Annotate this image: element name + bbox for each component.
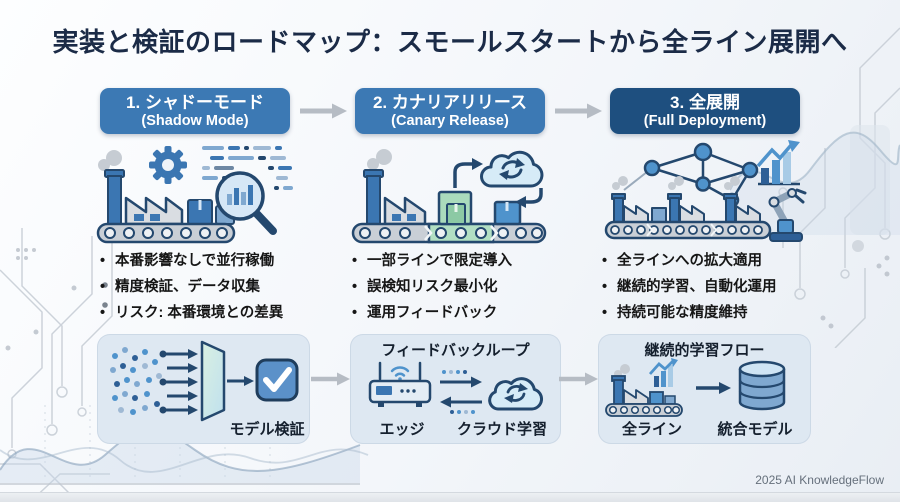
stage-label-ja: 3. 全展開 <box>670 92 740 112</box>
flow-arrow-icon <box>453 158 543 208</box>
box-icon <box>493 200 522 226</box>
stage-label-en: (Shadow Mode) <box>141 112 249 129</box>
magnifier-icon <box>215 171 277 235</box>
feedback-loop-illustration <box>368 361 544 414</box>
gear-icon <box>149 146 187 184</box>
edge-label: エッジ <box>379 421 425 438</box>
model-validation-illustration <box>110 340 299 422</box>
stage-label-ja: 2. カナリアリリース <box>372 92 528 112</box>
data-points-icon <box>110 347 162 415</box>
continuous-learning-illustration <box>605 358 786 417</box>
stage-header-full-deployment: 3. 全展開 (Full Deployment) <box>610 88 800 134</box>
stage-label-ja: 1. シャドーモード <box>126 92 264 112</box>
bullet-item: リスク: 本番環境との差異 <box>100 304 345 323</box>
cloud-learning-icon <box>488 377 544 411</box>
bottom-strip <box>0 492 900 502</box>
shadow-mode-illustration <box>96 146 293 244</box>
bullet-item: 持続可能な精度維持 <box>602 304 847 323</box>
bar-chart-icon <box>227 185 253 205</box>
page-title: 実装と検証のロードマップ：スモールスタートから全ライン展開へ <box>52 27 848 57</box>
bullet-item: 全ラインへの拡大適用 <box>602 252 847 271</box>
footer-credit: 2025 AI KnowledgeFlow <box>755 473 884 487</box>
panel-arrow-icon <box>559 372 598 386</box>
bullet-list-shadow-mode: 本番影響なしで並行稼働 精度検証、データ収集 リスク: 本番環境との差異 <box>100 252 345 330</box>
network-icon <box>623 142 759 208</box>
full-deployment-illustration <box>604 140 807 242</box>
continuous-learning-title: 継続的学習フロー <box>644 342 765 359</box>
factory-icon <box>363 169 427 226</box>
stage-arrow-icon <box>300 103 347 119</box>
smoke-icon <box>612 176 740 190</box>
mini-growth-chart-icon <box>648 358 678 387</box>
checkbox-icon <box>255 358 299 402</box>
stage-label-en: (Full Deployment) <box>643 112 767 129</box>
continuous-learning-panel: 継続的学習フロー <box>598 334 811 444</box>
bullet-list-canary-release: 一部ラインで限定導入 誤検知リスク最小化 運用フィードバック <box>352 252 597 330</box>
bullet-item: 精度検証、データ収集 <box>100 278 345 297</box>
bullet-item: 一部ラインで限定導入 <box>352 252 597 271</box>
all-lines-label: 全ライン <box>621 421 682 438</box>
model-validation-panel: モデル検証 <box>97 334 310 444</box>
smoke-icon <box>367 149 392 170</box>
bullet-item: 本番影響なしで並行稼働 <box>100 252 345 271</box>
integrated-model-label: 統合モデル <box>717 421 793 438</box>
edge-router-icon <box>368 361 432 407</box>
stage-label-en: (Canary Release) <box>391 112 509 129</box>
factory-icon <box>104 169 184 226</box>
input-arrows-icon <box>159 349 198 415</box>
bullet-item: 継続的学習、自動化運用 <box>602 278 847 297</box>
funnel-icon <box>200 340 226 422</box>
model-validation-label: モデル検証 <box>229 421 305 438</box>
smoke-icon <box>98 150 122 171</box>
bullet-list-full-deployment: 全ラインへの拡大適用 継続的学習、自動化運用 持続可能な精度維持 <box>602 252 847 330</box>
factory-row-icon <box>611 193 761 223</box>
wifi-icon <box>390 366 410 377</box>
flow-arrow-icon <box>696 382 731 394</box>
output-arrow-icon <box>227 376 254 386</box>
feedback-loop-title: フィードバックループ <box>381 342 530 359</box>
cloud-learning-label: クラウド学習 <box>456 421 547 438</box>
canary-box-icon <box>437 190 473 226</box>
growth-chart-icon <box>756 140 800 186</box>
database-icon <box>738 360 786 411</box>
mini-factory-icon <box>605 358 683 417</box>
robot-arm-icon <box>768 188 807 242</box>
stage-arrow-icon <box>555 103 602 119</box>
stage-header-canary-release: 2. カナリアリリース (Canary Release) <box>355 88 545 134</box>
conveyor-belt-icon <box>351 222 547 244</box>
data-stream-icon <box>202 146 293 190</box>
stage-header-shadow-mode: 1. シャドーモード (Shadow Mode) <box>100 88 290 134</box>
canary-release-illustration <box>351 149 547 244</box>
bullet-item: 誤検知リスク最小化 <box>352 278 597 297</box>
feedback-loop-panel: フィードバックループ <box>350 334 561 444</box>
cloud-sync-icon <box>480 150 544 188</box>
sync-arrows-icon <box>440 370 482 414</box>
conveyor-belt-icon <box>604 220 772 240</box>
bullet-item: 運用フィードバック <box>352 304 597 323</box>
conveyor-belt-icon <box>96 222 236 244</box>
panel-arrow-icon <box>311 372 350 386</box>
